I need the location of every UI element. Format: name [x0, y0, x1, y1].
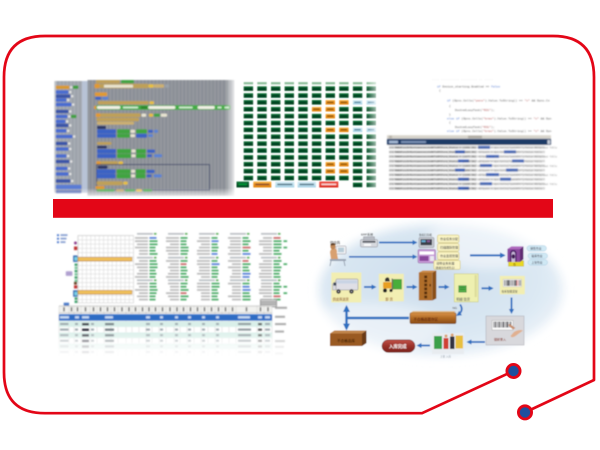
- svg-text:销售作业: 销售作业: [530, 247, 541, 251]
- svg-text:作业任务分配: 作业任务分配: [440, 236, 458, 241]
- svg-text:n/a RWBAFuncOrRuntimeexecuteNK: n/a RWBAFuncOrRuntimeexecuteNKTsOPCForm_…: [389, 156, 558, 159]
- svg-text:n/a RWBAFuncOrRuntimeexecuteNK: n/a RWBAFuncOrRuntimeexecuteNKTsOPCForm_…: [389, 160, 543, 163]
- svg-text:n/a RWBAFuncOrRuntimeexecuteNK: n/a RWBAFuncOrRuntimeexecuteNKTsOPCForm_…: [389, 147, 558, 150]
- svg-text:{: {: [439, 89, 441, 93]
- svg-text:不合格品库: 不合格品库: [337, 338, 355, 343]
- svg-text:供应商: 供应商: [330, 240, 341, 245]
- svg-text:上架 入库: 上架 入库: [440, 355, 452, 359]
- svg-text:供应商送货: 供应商送货: [333, 297, 349, 302]
- svg-text:输库作业: 输库作业: [531, 254, 542, 258]
- svg-text:if Device_starting.Enabled ==: if Device_starting.Enabled == false: [437, 85, 500, 89]
- svg-text:(数据分布式传点): (数据分布式传点): [435, 265, 454, 269]
- svg-text:n/a RWBAFuncOrRuntimeexecuteNK: n/a RWBAFuncOrRuntimeexecuteNKTsOPCForm_…: [389, 178, 543, 181]
- svg-text:不合格品暂存区: 不合格品暂存区: [414, 316, 439, 321]
- svg-text:n/a RWBAFuncOrRuntimeexecuteNK: n/a RWBAFuncOrRuntimeexecuteNKTsOPCForm_…: [389, 165, 558, 168]
- svg-text:.... .......... ......... ..: .... .......... ......... .. .....: [432, 78, 493, 81]
- svg-text:}: }: [449, 112, 451, 116]
- svg-text:镭射录入: 镭射录入: [494, 337, 506, 342]
- svg-text:ERP系统: ERP系统: [361, 232, 373, 237]
- svg-text:扫描跟踪管理: 扫描跟踪管理: [440, 245, 458, 250]
- svg-text:仓: 仓: [513, 262, 516, 267]
- svg-text:上架作业: 上架作业: [531, 261, 542, 265]
- svg-text:{: {: [449, 121, 451, 125]
- svg-text:NG: NG: [453, 306, 458, 310]
- svg-text:入库完成: 入库完成: [388, 343, 407, 350]
- svg-text:领导业务处理: 领导业务处理: [436, 260, 454, 265]
- svg-text:if (Opns.Cells("pens").Value.T: if (Opns.Cells("pens").Value.ToString() …: [447, 98, 550, 102]
- svg-text:else if (Opns.Cells("brms").Va: else if (Opns.Cells("brms").Value.ToStri…: [447, 116, 552, 120]
- svg-text:n/a RWBAFuncOrRuntimeexecuteNK: n/a RWBAFuncOrRuntimeexecuteNKTsOPCForm_…: [389, 169, 543, 172]
- svg-text:条码打印机: 条码打印机: [419, 233, 432, 237]
- svg-text:DockedLoopTask("R31");: DockedLoopTask("R31");: [455, 125, 495, 129]
- svg-text:作业监控管理: 作业监控管理: [440, 253, 458, 258]
- svg-text:n/a RWBAFuncOrRuntimeexecuteNK: n/a RWBAFuncOrRuntimeexecuteNKTsOPCForm_…: [389, 151, 543, 154]
- svg-text:n/a RWBAFuncOrRuntimeexecuteNK: n/a RWBAFuncOrRuntimeexecuteNKTsOPCForm_…: [389, 188, 543, 191]
- svg-text:DockedLoopTask("R21");: DockedLoopTask("R21");: [455, 108, 495, 112]
- svg-text:卸 货: 卸 货: [386, 297, 393, 302]
- svg-text:n/a RWBAFuncOrRuntimeexecuteNK: n/a RWBAFuncOrRuntimeexecuteNKTsOPCForm_…: [389, 174, 558, 177]
- svg-text:{: {: [449, 104, 451, 108]
- svg-text:在库智能货架: 在库智能货架: [502, 290, 518, 294]
- svg-text:else if (Opns.Cells("brms").Va: else if (Opns.Cells("brms").Value.ToStri…: [447, 129, 552, 133]
- svg-text:明细 验货: 明细 验货: [456, 296, 470, 301]
- svg-text:n/a RWBAFuncOrRuntimeexecuteNK: n/a RWBAFuncOrRuntimeexecuteNKTsOPCForm_…: [389, 183, 558, 186]
